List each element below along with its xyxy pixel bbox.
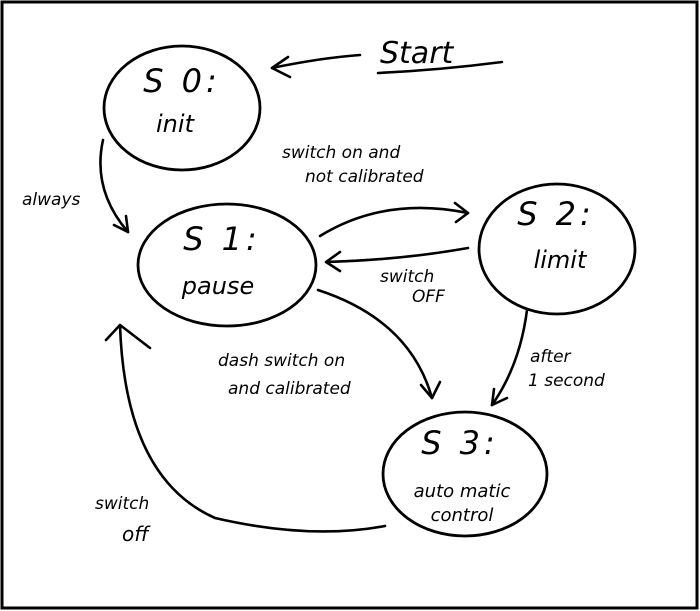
transition-s1-s3-arrowhead — [419, 380, 442, 400]
transition-s1-s3: dash switch on and calibrated — [218, 288, 442, 400]
start-underline — [376, 60, 504, 75]
transition-s2-s1-label-line2: OFF — [412, 287, 445, 307]
transition-s2-s3-arrow — [490, 308, 529, 407]
transition-s0-s1-arrow — [99, 138, 130, 234]
transition-s2-s3-label-line2: 1 second — [528, 371, 605, 391]
transition-s3-s1-label-line1: switch — [95, 494, 149, 514]
transition-s2-s1-arrowhead — [324, 250, 342, 273]
state-s0-circle — [102, 44, 262, 172]
transition-s0-s1-arrowhead — [112, 214, 130, 234]
transition-s0-s1-label: always — [22, 190, 81, 210]
state-s0-id: S 0: — [143, 62, 221, 100]
state-s1-circle — [136, 202, 318, 328]
transition-s2-s1: switch OFF — [324, 246, 470, 307]
transition-s3-s1: switch off — [95, 323, 387, 546]
transition-s1-s3-arrow — [316, 288, 434, 400]
transition-s1-s3-label-line2: and calibrated — [228, 379, 351, 399]
state-s1: S 1: pause — [136, 202, 318, 328]
transition-s1-s2: switch on and not calibrated — [282, 143, 470, 238]
transition-s1-s2-arrowhead — [453, 201, 470, 224]
transition-s1-s2-label-line1: switch on and — [282, 143, 400, 163]
transition-s3-s1-arrow — [118, 323, 387, 533]
transition-s2-s3: after 1 second — [490, 308, 605, 407]
transition-s3-s1-label-line2: off — [122, 522, 151, 546]
state-s3-id: S 3: — [421, 424, 499, 462]
transition-s2-s3-label-line1: after — [530, 347, 572, 367]
state-s1-id: S 1: — [183, 220, 261, 258]
transition-s2-s3-arrowhead — [490, 387, 509, 407]
state-s2-id: S 2: — [517, 195, 595, 233]
transition-s1-s2-arrow — [318, 206, 470, 238]
state-s2: S 2: limit — [477, 182, 637, 316]
transition-s0-s1: always — [22, 138, 130, 234]
start-arrow — [270, 53, 362, 70]
transition-s3-s1-arrowhead — [104, 323, 152, 350]
start-arrowhead — [270, 55, 292, 79]
state-s3-name-line1: auto matic — [414, 481, 511, 502]
transition-s1-s3-label-line1: dash switch on — [218, 351, 345, 371]
state-s3-circle — [381, 410, 549, 538]
state-s1-name: pause — [181, 272, 254, 300]
start-label: Start — [380, 36, 455, 71]
state-s0: S 0: init — [102, 44, 262, 172]
state-s0-name: init — [156, 110, 196, 138]
transition-s2-s1-arrow — [324, 246, 470, 264]
transition-s1-s2-label-line2: not calibrated — [305, 167, 424, 187]
state-s3-name-line2: control — [431, 505, 494, 526]
state-s3: S 3: auto matic control — [381, 410, 549, 538]
state-s2-circle — [477, 182, 637, 316]
state-s2-name: limit — [534, 246, 588, 274]
transition-s2-s1-label-line1: switch — [380, 267, 434, 287]
